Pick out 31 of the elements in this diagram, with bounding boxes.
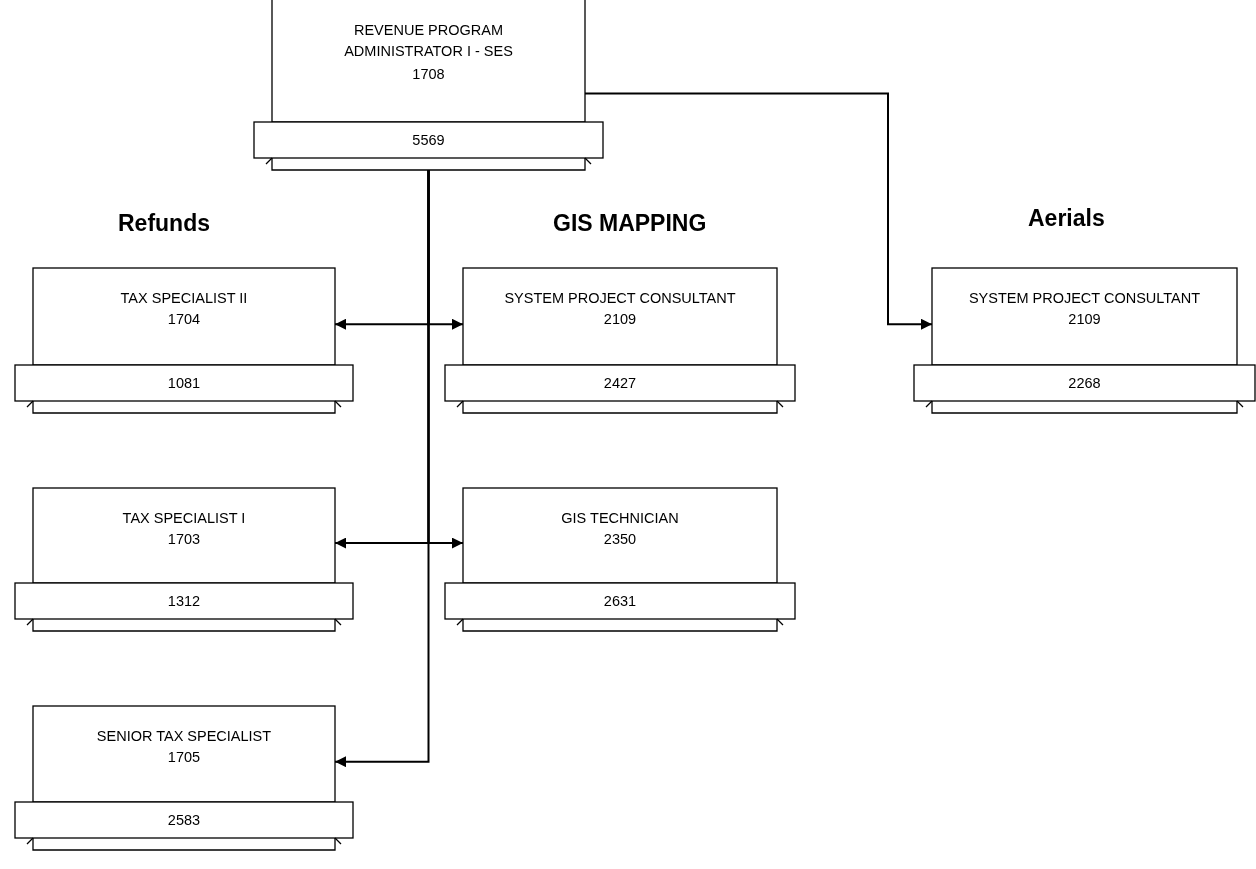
job-code: 1703 — [166, 530, 202, 549]
job-title: REVENUE PROGRAM ADMINISTRATOR I - SES — [343, 21, 514, 61]
position-number: 2631 — [602, 592, 638, 611]
position-card — [15, 488, 353, 631]
section-heading: Aerials — [1028, 205, 1105, 232]
position-card — [15, 706, 353, 850]
job-title: SENIOR TAX SPECIALIST — [95, 727, 273, 746]
job-code: 1705 — [166, 748, 202, 767]
position-card — [15, 268, 353, 413]
job-code: 2350 — [602, 530, 638, 549]
position-number: 5569 — [411, 131, 446, 150]
section-heading: GIS MAPPING — [553, 210, 707, 237]
position-number: 1081 — [166, 374, 202, 393]
job-code: 1704 — [166, 310, 202, 329]
position-card — [445, 488, 795, 631]
section-heading: Refunds — [118, 210, 210, 237]
job-title: TAX SPECIALIST II — [119, 289, 249, 308]
position-card — [914, 268, 1255, 413]
position-number: 2583 — [166, 811, 202, 830]
position-number: 1312 — [166, 592, 202, 611]
job-title: SYSTEM PROJECT CONSULTANT — [967, 289, 1202, 308]
position-number: 2268 — [1067, 374, 1102, 393]
job-code: 2109 — [602, 310, 638, 329]
position-number: 2427 — [602, 374, 638, 393]
job-code: 2109 — [1067, 310, 1102, 329]
job-title: SYSTEM PROJECT CONSULTANT — [503, 289, 737, 308]
position-card — [445, 268, 795, 413]
job-title: GIS TECHNICIAN — [560, 509, 680, 528]
job-title: TAX SPECIALIST I — [121, 509, 247, 528]
position-card — [254, 0, 603, 170]
job-code: 1708 — [411, 65, 446, 84]
